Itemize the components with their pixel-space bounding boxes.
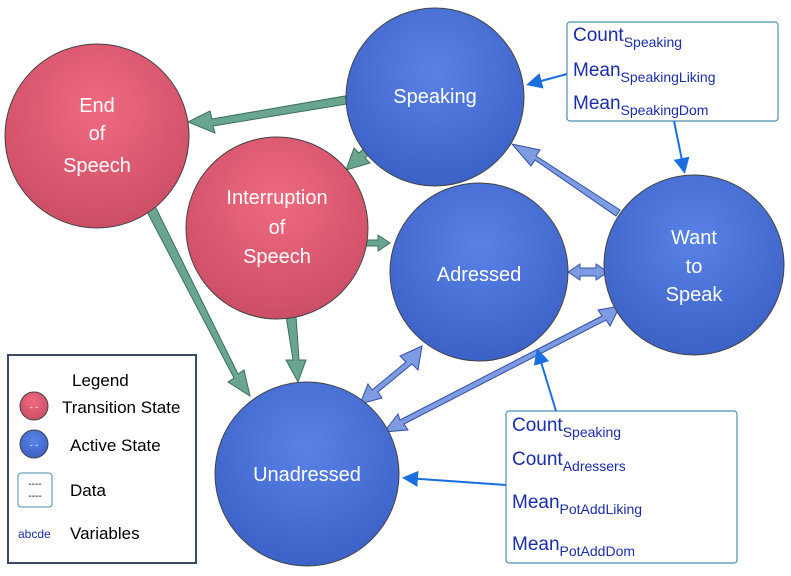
legend-active-label: Active State	[70, 436, 161, 455]
arrow-interruption-to-unadressed	[285, 315, 307, 384]
node-adressed: Adressed	[389, 182, 569, 362]
unadressed-var-2: CountAdressers	[512, 449, 626, 474]
want-to-speak-line-3: Speak	[666, 284, 724, 306]
pointer-to-speaking	[526, 73, 568, 89]
interruption-line-1: Interruption	[226, 187, 327, 209]
unadressed-var-3: MeanPotAddLiking	[512, 492, 642, 517]
legend-data-label: Data	[70, 481, 106, 500]
legend-title: Legend	[72, 371, 129, 390]
blue-arrows	[359, 143, 621, 433]
unadressed-var-1: CountSpeaking	[512, 415, 621, 440]
speaking-label: Speaking	[393, 86, 476, 108]
interruption-line-3: Speech	[243, 246, 311, 268]
arrow-adressed-unadressed	[359, 345, 423, 405]
pointer-to-adressed	[533, 348, 557, 412]
arrow-adressed-want	[567, 263, 609, 281]
arrow-want-to-speaking	[510, 143, 621, 217]
node-unadressed: Unadressed	[214, 381, 400, 567]
legend-data-glyph-1: ----	[28, 479, 41, 490]
speaking-var-2: MeanSpeakingLiking	[573, 60, 716, 85]
pointer-to-want-to-speak	[673, 120, 690, 174]
speaking-variables-box: CountSpeaking MeanSpeakingLiking MeanSpe…	[566, 21, 779, 122]
unadressed-var-4: MeanPotAddDom	[512, 534, 635, 559]
legend-transition-glyph: - -	[30, 402, 39, 412]
speaking-var-1: CountSpeaking	[573, 25, 682, 50]
arrow-speaking-to-end	[186, 95, 348, 134]
want-to-speak-line-1: Want	[671, 227, 717, 249]
unadressed-variables-box: CountSpeaking CountAdressers MeanPotAddL…	[505, 410, 738, 564]
end-of-speech-line-1: End	[79, 95, 115, 117]
legend-variable-glyph: abcde	[18, 527, 51, 541]
node-interruption-of-speech: Interruption of Speech	[185, 136, 369, 320]
node-end-of-speech: End of Speech	[4, 43, 190, 229]
legend-transition-swatch	[19, 391, 49, 421]
legend-variable-label: Variables	[70, 524, 140, 543]
node-speaking: Speaking	[345, 7, 525, 187]
legend-transition-label: Transition State	[62, 398, 180, 417]
end-of-speech-line-2: of	[89, 123, 106, 145]
legend-active-glyph: - -	[30, 440, 39, 450]
adressed-label: Adressed	[437, 264, 522, 286]
node-want-to-speak: Want to Speak	[603, 174, 785, 356]
end-of-speech-line-3: Speech	[63, 155, 131, 177]
legend: Legend - - Transition State - - Active S…	[7, 354, 197, 564]
unadressed-label: Unadressed	[253, 464, 361, 486]
data-pointers	[402, 73, 690, 487]
pointer-to-unadressed	[402, 470, 507, 487]
want-to-speak-line-2: to	[686, 256, 703, 278]
arrow-end-to-unadressed	[143, 199, 251, 398]
legend-data-glyph-2: ----	[28, 491, 41, 502]
legend-data-swatch	[17, 472, 53, 508]
arrow-interruption-to-adressed	[364, 234, 391, 252]
interruption-line-2: of	[269, 217, 286, 239]
legend-active-swatch	[19, 429, 49, 459]
speaking-var-3: MeanSpeakingDom	[573, 93, 708, 118]
